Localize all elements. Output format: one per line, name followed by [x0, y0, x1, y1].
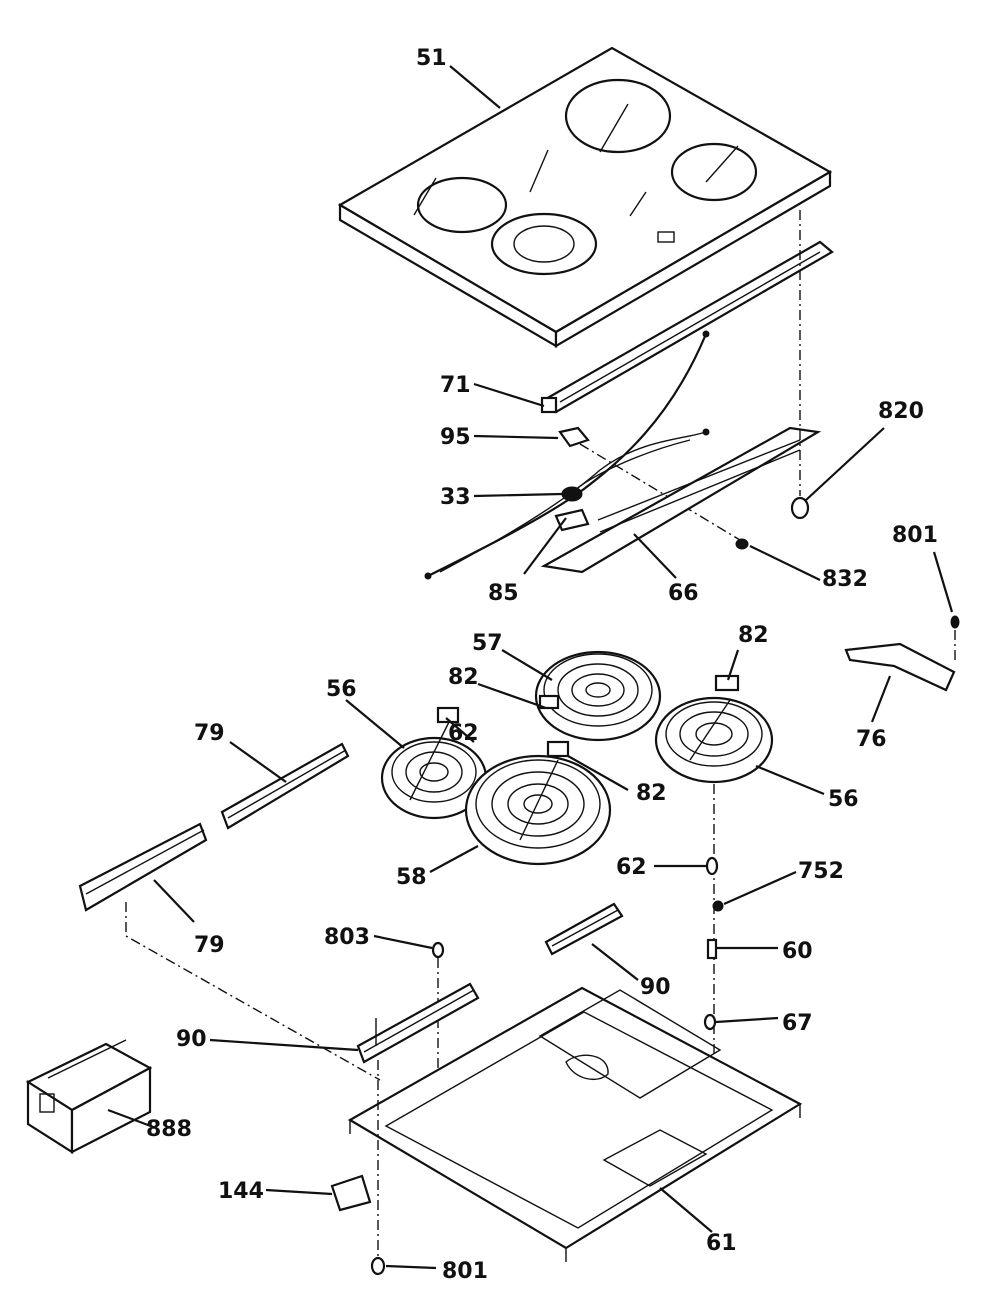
screw-801-top-part: [950, 615, 960, 660]
callout-57: 57: [472, 631, 503, 656]
trim-79-lower-part: [78, 822, 381, 1081]
cooktop-glass-part: [337, 46, 833, 348]
terminal-block-90-left-part: [356, 982, 480, 1064]
callout-801-top: 801: [892, 523, 938, 548]
callout-61: 61: [706, 1231, 737, 1256]
callout-95: 95: [440, 425, 471, 450]
callout-51: 51: [416, 46, 447, 71]
screw-820-part: [790, 210, 810, 520]
callout-66: 66: [668, 581, 699, 606]
callout-62-bottom: 62: [616, 855, 647, 880]
callout-803: 803: [324, 925, 370, 950]
callout-58: 58: [396, 865, 427, 890]
parts-box-888-part: [25, 1039, 153, 1155]
base-pan-part: [347, 986, 803, 1262]
callout-888: 888: [146, 1117, 192, 1142]
burner-57-part: [534, 650, 662, 742]
burner-58-part: [464, 740, 612, 866]
screw-832-part: [735, 538, 749, 550]
wiring-harness-part: [424, 330, 710, 580]
bracket-part: [540, 426, 822, 574]
callout-79-upper: 79: [194, 721, 225, 746]
callout-82-front: 82: [636, 781, 667, 806]
callout-67: 67: [782, 1011, 813, 1036]
callout-820: 820: [878, 399, 924, 424]
callout-76: 76: [856, 727, 887, 752]
callout-832: 832: [822, 567, 868, 592]
callout-60: 60: [782, 939, 813, 964]
screw-801-bottom-part: [370, 1060, 386, 1276]
trim-79-upper-part: [220, 742, 350, 830]
callout-33: 33: [440, 485, 471, 510]
callout-82-center: 82: [448, 665, 479, 690]
burner-56-left-part: [380, 706, 488, 820]
callout-90-right: 90: [640, 975, 671, 1000]
callout-85: 85: [488, 581, 519, 606]
callout-90-left: 90: [176, 1027, 207, 1052]
leader-lines: [107, 65, 954, 1270]
callout-71: 71: [440, 373, 471, 398]
callout-62-top: 62: [448, 721, 479, 746]
callout-56-right: 56: [828, 787, 859, 812]
callout-752: 752: [798, 859, 844, 884]
front-rail-part: [540, 240, 834, 414]
burner-56-right-part: [654, 674, 774, 784]
callout-801-bottom: 801: [442, 1259, 488, 1284]
callout-82-right: 82: [738, 623, 769, 648]
connector-part: [558, 426, 741, 541]
clip-144-part: [330, 1174, 372, 1212]
bracket-76-part: [844, 642, 956, 692]
callout-144: 144: [218, 1179, 264, 1204]
callout-56-left: 56: [326, 677, 357, 702]
callout-79-lower: 79: [194, 933, 225, 958]
terminal-block-90-right-part: [544, 902, 624, 956]
